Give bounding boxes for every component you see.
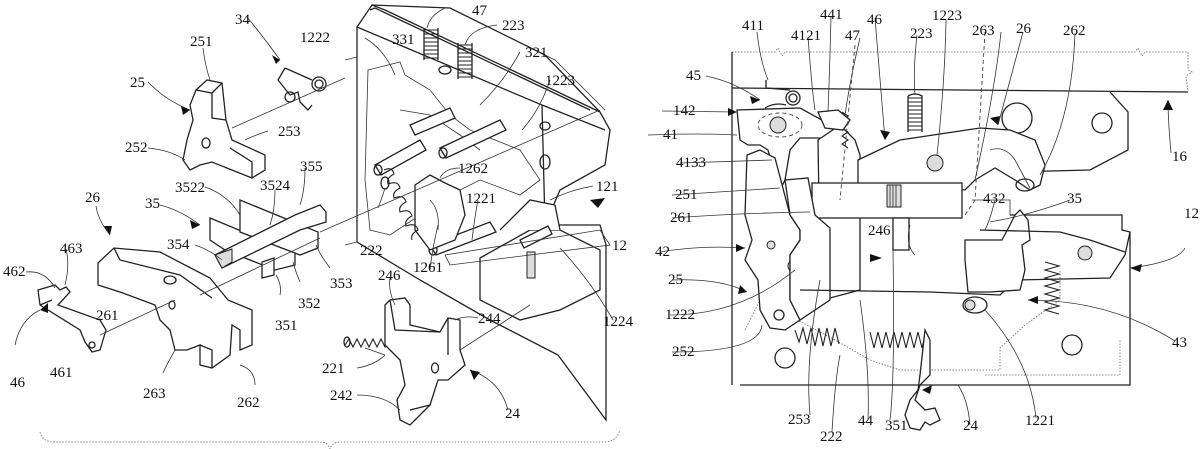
spring-223 bbox=[457, 43, 473, 79]
label-246-r: 246 bbox=[868, 223, 891, 239]
label-43: 43 bbox=[1172, 335, 1187, 351]
label-263: 263 bbox=[143, 386, 166, 402]
leader-lines bbox=[14, 7, 1186, 433]
arrowheads bbox=[40, 55, 1173, 394]
label-42: 42 bbox=[655, 244, 670, 260]
label-46-r: 46 bbox=[867, 12, 883, 28]
label-221: 221 bbox=[322, 361, 345, 377]
label-463: 463 bbox=[60, 241, 83, 257]
label-4121: 4121 bbox=[791, 28, 821, 44]
label-47-r: 47 bbox=[845, 28, 861, 44]
label-25: 25 bbox=[130, 75, 145, 91]
label-262: 262 bbox=[237, 395, 260, 411]
label-1221-r: 1221 bbox=[1025, 413, 1055, 429]
label-26: 26 bbox=[85, 190, 101, 206]
label-24-r: 24 bbox=[963, 418, 979, 434]
label-4133: 4133 bbox=[676, 155, 706, 171]
exploded-view bbox=[37, 4, 621, 449]
label-26-r: 26 bbox=[1016, 21, 1032, 37]
part-26 bbox=[97, 247, 253, 369]
housing-12 bbox=[356, 4, 611, 422]
label-44: 44 bbox=[858, 413, 874, 429]
label-45: 45 bbox=[686, 68, 701, 84]
spring-222 bbox=[383, 168, 419, 241]
label-1224: 1224 bbox=[603, 314, 634, 330]
assembled-view bbox=[731, 31, 1193, 431]
label-261-r: 261 bbox=[670, 210, 693, 226]
label-251-r: 251 bbox=[675, 187, 698, 203]
assembly-brace bbox=[39, 429, 621, 449]
label-35-r: 35 bbox=[1067, 191, 1082, 207]
label-351: 351 bbox=[275, 318, 298, 334]
label-432: 432 bbox=[983, 191, 1006, 207]
label-246: 246 bbox=[378, 268, 401, 284]
spring-351-assembled bbox=[869, 331, 931, 349]
label-355: 355 bbox=[300, 159, 323, 175]
label-142: 142 bbox=[673, 103, 696, 119]
label-321: 321 bbox=[525, 45, 548, 61]
label-262-r: 262 bbox=[1063, 23, 1086, 39]
label-35: 35 bbox=[145, 196, 160, 212]
spring-34 bbox=[277, 67, 327, 111]
label-47: 47 bbox=[472, 3, 488, 19]
part-46 bbox=[37, 284, 107, 353]
label-41: 41 bbox=[663, 127, 678, 143]
label-351-r: 351 bbox=[885, 418, 908, 434]
label-352: 352 bbox=[298, 296, 321, 312]
label-1261: 1261 bbox=[413, 260, 443, 276]
label-12-r: 12 bbox=[1184, 206, 1199, 222]
part-41 bbox=[736, 107, 841, 192]
label-1223: 1223 bbox=[545, 73, 575, 89]
label-263-r: 263 bbox=[972, 23, 995, 39]
part-35 bbox=[209, 199, 327, 279]
label-16: 16 bbox=[1172, 149, 1188, 165]
label-331: 331 bbox=[392, 32, 415, 48]
label-441: 441 bbox=[820, 7, 843, 23]
label-25-r: 25 bbox=[668, 272, 683, 288]
part-24 bbox=[384, 297, 466, 426]
label-461: 461 bbox=[50, 365, 73, 381]
label-12: 12 bbox=[612, 238, 627, 254]
spring-43 bbox=[1042, 261, 1062, 315]
label-253-r: 253 bbox=[788, 412, 811, 428]
spring-45 bbox=[764, 80, 801, 109]
label-222: 222 bbox=[360, 243, 383, 259]
label-252: 252 bbox=[125, 140, 148, 156]
label-242: 242 bbox=[330, 388, 353, 404]
part-24-assembled bbox=[904, 327, 941, 431]
label-24: 24 bbox=[505, 406, 521, 422]
label-354: 354 bbox=[167, 237, 190, 253]
label-3522: 3522 bbox=[175, 180, 205, 196]
label-222-r: 222 bbox=[820, 429, 843, 445]
label-34: 34 bbox=[235, 12, 251, 28]
part-25 bbox=[182, 79, 266, 179]
spring-222-assembled bbox=[794, 325, 840, 347]
label-1221: 1221 bbox=[466, 191, 496, 207]
label-353: 353 bbox=[330, 276, 353, 292]
label-223: 223 bbox=[502, 18, 525, 34]
label-244: 244 bbox=[478, 311, 501, 327]
label-1223-r: 1223 bbox=[932, 8, 962, 24]
label-251: 251 bbox=[190, 34, 213, 50]
labels-right: 411 4121 441 47 46 1223 223 263 26 262 4… bbox=[655, 7, 1199, 445]
part-35-assembled bbox=[811, 182, 963, 251]
label-252-r: 252 bbox=[672, 344, 695, 360]
pin-1222 bbox=[373, 139, 427, 176]
label-121: 121 bbox=[596, 179, 619, 195]
label-1262: 1262 bbox=[458, 161, 488, 177]
label-411: 411 bbox=[742, 18, 764, 34]
pin-1223 bbox=[438, 119, 507, 159]
label-253: 253 bbox=[278, 124, 301, 140]
label-3524: 3524 bbox=[260, 178, 291, 194]
label-1222: 1222 bbox=[300, 30, 330, 46]
part-43 bbox=[962, 209, 1126, 314]
label-462: 462 bbox=[3, 264, 26, 280]
label-1222-r: 1222 bbox=[665, 307, 695, 323]
label-46: 46 bbox=[10, 375, 26, 391]
labels-left: 34 251 25 253 252 26 35 3522 3524 355 35… bbox=[3, 3, 634, 422]
label-223-r: 223 bbox=[910, 26, 933, 42]
label-261: 261 bbox=[96, 308, 119, 324]
spring-223-assembled bbox=[907, 93, 923, 132]
